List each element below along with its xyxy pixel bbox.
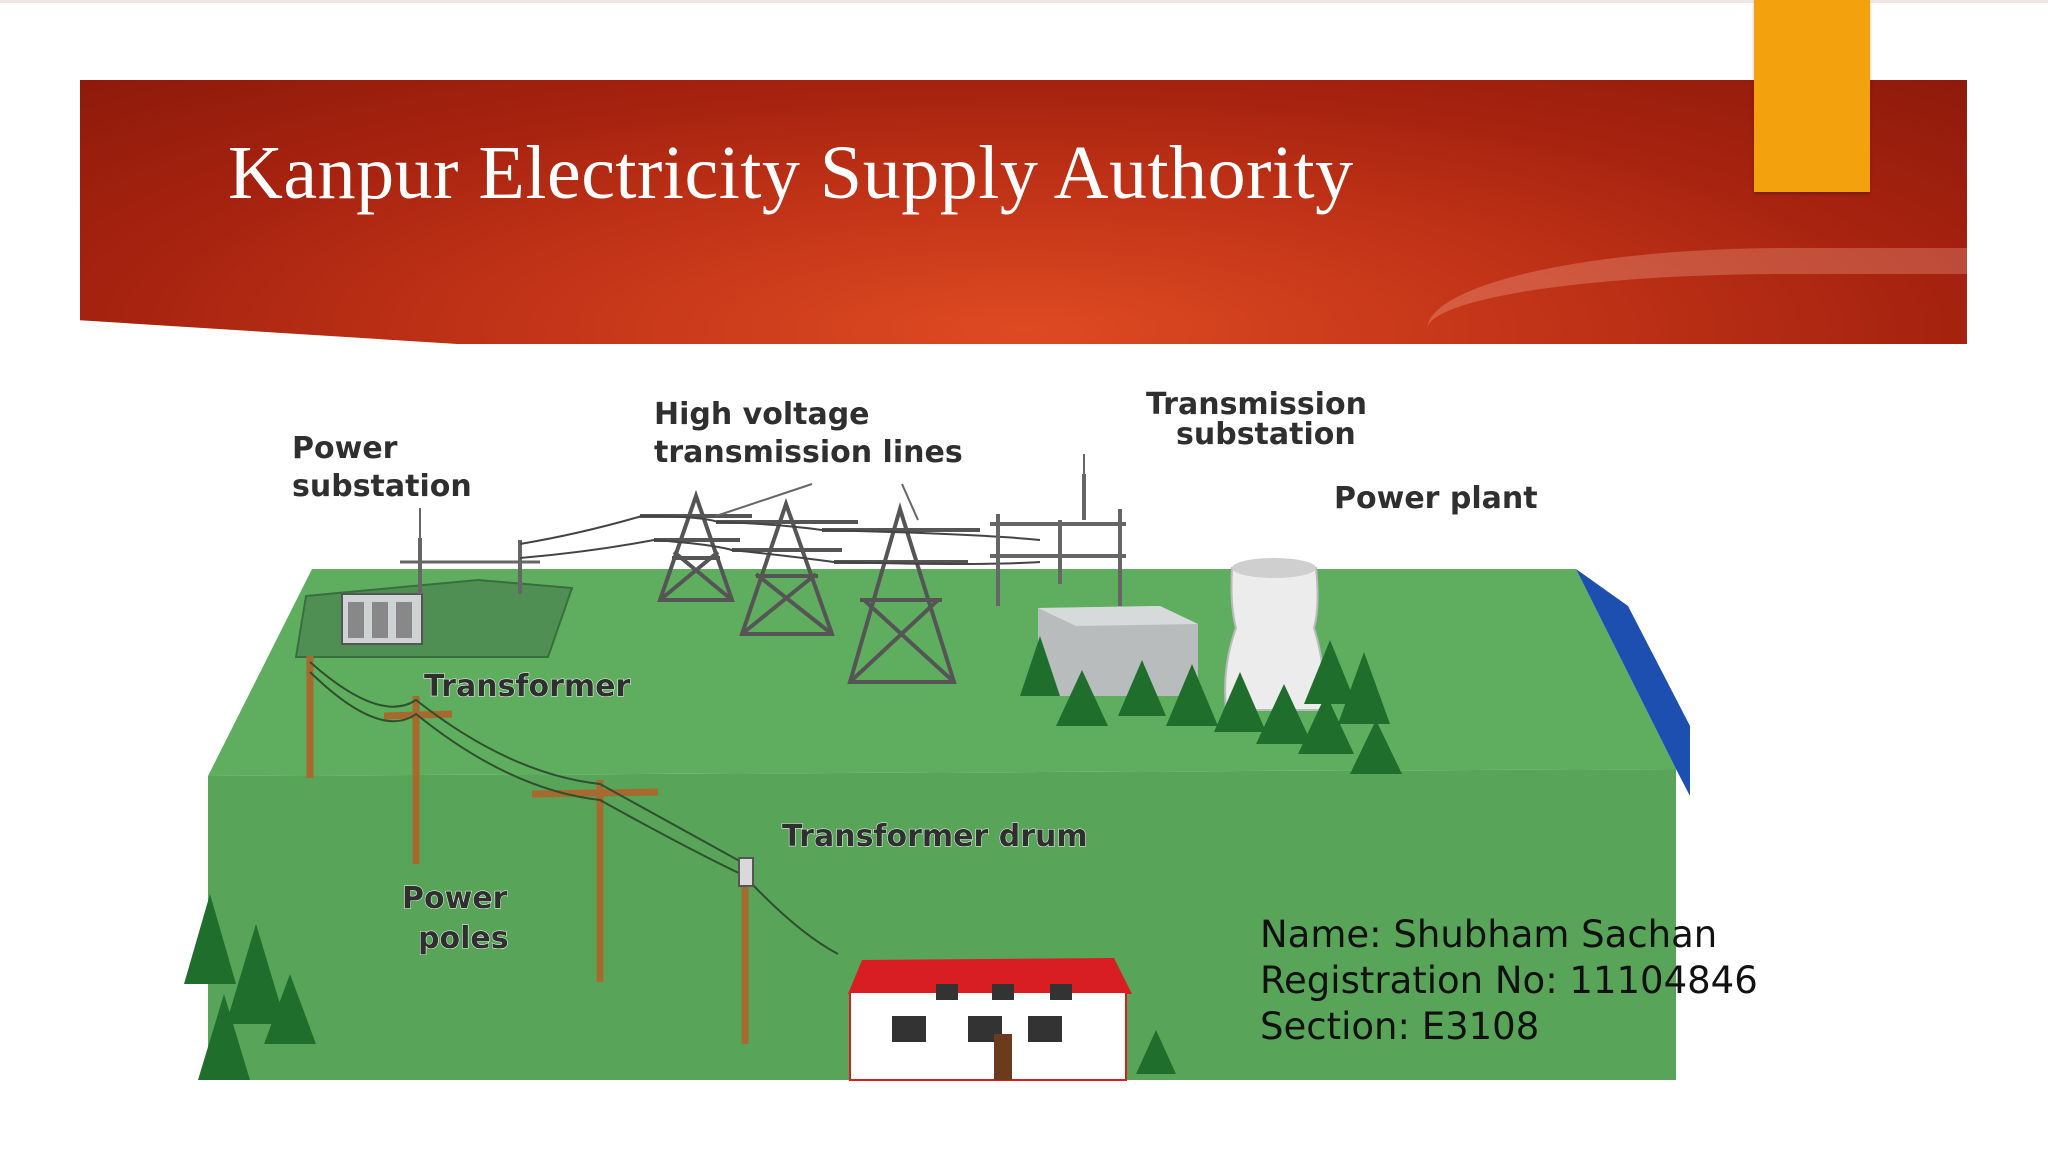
label-high-voltage: transmission lines — [654, 435, 963, 470]
student-section: Section: E3108 — [1260, 1004, 1758, 1050]
label-power-poles: Power — [402, 881, 508, 916]
accent-tab — [1754, 0, 1870, 192]
student-info: Name: Shubham Sachan Registration No: 11… — [1260, 912, 1758, 1050]
top-border — [0, 0, 2048, 3]
slide-title: Kanpur Electricity Supply Authority — [228, 135, 1354, 211]
house — [848, 958, 1132, 1080]
student-name: Name: Shubham Sachan — [1260, 912, 1758, 958]
banner-curve-decoration — [1427, 248, 1967, 344]
title-banner: Kanpur Electricity Supply Authority — [80, 80, 1967, 344]
label-high-voltage: High voltage — [654, 397, 870, 432]
label-power-plant: Power plant — [1334, 481, 1538, 516]
student-registration: Registration No: 11104846 — [1260, 958, 1758, 1004]
label-power-poles: poles — [418, 921, 509, 956]
label-power-substation: substation — [292, 469, 472, 504]
power-substation — [296, 538, 572, 657]
transformer-drum — [739, 858, 753, 886]
label-transformer-drum: Transformer drum — [782, 819, 1088, 854]
label-transformer: Transformer — [424, 669, 630, 704]
label-transmission-substation: substation — [1176, 417, 1356, 452]
label-power-substation: Power — [292, 431, 398, 466]
